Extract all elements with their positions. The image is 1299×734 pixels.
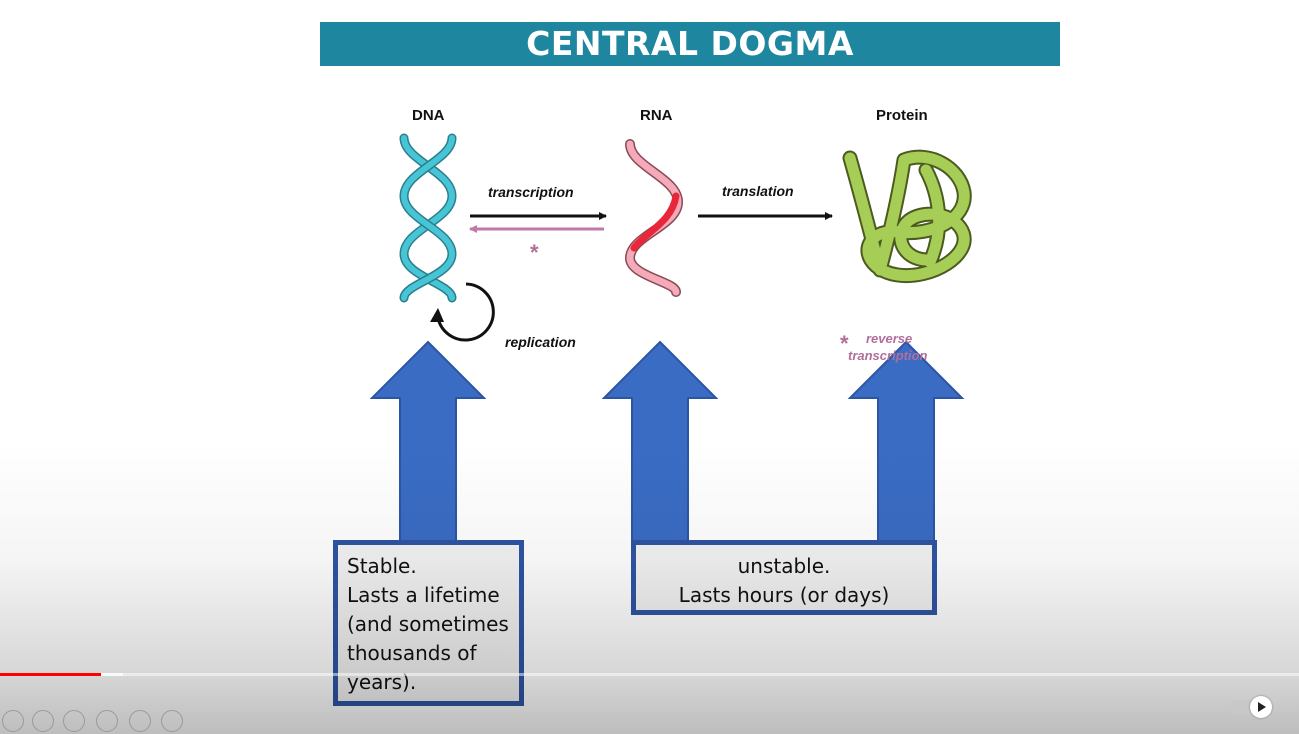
play-icon[interactable]	[2, 710, 24, 732]
slide-title: CENTRAL DOGMA	[320, 22, 1060, 66]
protein-icon	[842, 149, 972, 283]
replication-arrow-icon	[430, 282, 495, 342]
unstable-line-1: unstable.	[737, 554, 831, 578]
dna-helix-icon	[399, 133, 457, 303]
stable-line-3: (and sometimes	[347, 612, 509, 636]
dna-label: DNA	[412, 107, 445, 124]
protein-up-arrow	[847, 340, 965, 543]
rna-label: RNA	[640, 107, 673, 124]
transcription-label: transcription	[488, 184, 574, 200]
copy-icon[interactable]	[96, 710, 118, 732]
replication-label: replication	[505, 334, 576, 350]
progress-played	[0, 673, 102, 676]
reverse-transcription-asterisk: *	[530, 240, 539, 265]
translation-label: translation	[722, 183, 794, 199]
play-icon	[1258, 702, 1266, 712]
stable-textbox: Stable. Lasts a lifetime (and sometimes …	[333, 540, 524, 706]
reverse-note-line1: reverse	[866, 331, 913, 346]
unstable-textbox: unstable. Lasts hours (or days)	[631, 540, 937, 615]
stable-line-1: Stable.	[347, 554, 417, 578]
search-icon[interactable]	[129, 710, 151, 732]
stable-line-2: Lasts a lifetime	[347, 583, 500, 607]
rna-up-arrow	[601, 340, 719, 543]
unstable-line-2: Lasts hours (or days)	[678, 583, 890, 607]
reverse-note-line2: transcription	[848, 348, 928, 363]
rna-strand-icon	[624, 139, 684, 297]
dna-up-arrow	[369, 340, 487, 543]
protein-label: Protein	[876, 107, 928, 124]
stable-line-4: thousands of	[347, 641, 477, 665]
reverse-note-asterisk: *	[840, 331, 849, 356]
autoplay-toggle[interactable]	[1230, 696, 1274, 718]
next-icon[interactable]	[32, 710, 54, 732]
autoplay-knob	[1250, 696, 1272, 718]
edit-icon[interactable]	[63, 710, 85, 732]
more-icon[interactable]	[161, 710, 183, 732]
progress-bar[interactable]	[0, 673, 1299, 676]
